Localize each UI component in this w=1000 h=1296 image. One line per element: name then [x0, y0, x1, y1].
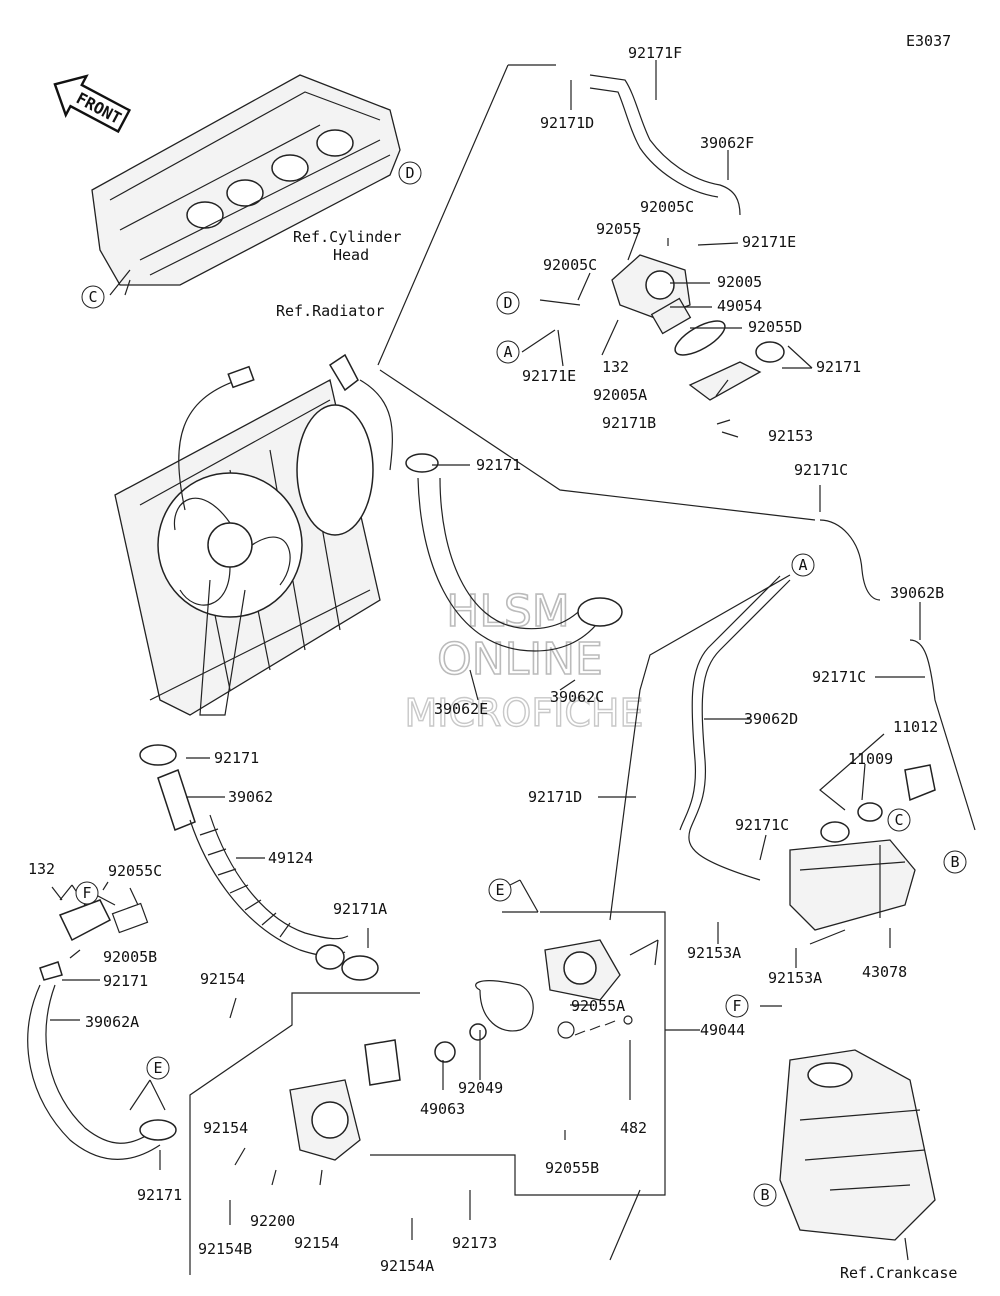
part-label: 132 [602, 358, 629, 376]
ref-crankcase: Ref.Crankcase [840, 1264, 957, 1282]
part-label: 92171C [812, 668, 866, 686]
part-label: 39062F [700, 134, 754, 152]
callout-d-2: D [496, 291, 520, 315]
part-label: 49124 [268, 849, 313, 867]
part-label: 11009 [848, 750, 893, 768]
watermark-line-1: HLSM [446, 586, 570, 637]
callout-c-2: C [887, 808, 911, 832]
diagram-code: E3037 [906, 32, 951, 50]
part-label: 39062E [434, 700, 488, 718]
part-label: 49054 [717, 297, 762, 315]
callout-d-1: D [398, 161, 422, 185]
watermark-line-2: ONLINE [437, 634, 603, 685]
part-label: 92171E [522, 367, 576, 385]
svg-text:F: F [82, 884, 91, 902]
part-label: 92171 [103, 972, 148, 990]
part-label: 92171 [137, 1186, 182, 1204]
callout-e-2: E [146, 1056, 170, 1080]
part-label: 92171D [528, 788, 582, 806]
part-label: 49063 [420, 1100, 465, 1118]
thermostat-housing [611, 254, 785, 401]
part-label: 92154B [198, 1240, 252, 1258]
part-label: 49044 [700, 1021, 745, 1039]
callouts: D C D A A C B E F E F B [75, 161, 967, 1207]
part-label: 92005A [593, 386, 647, 404]
part-label: 92171 [214, 749, 259, 767]
part-label: 92005C [543, 256, 597, 274]
svg-text:B: B [760, 1186, 769, 1204]
part-label: 43078 [862, 963, 907, 981]
part-label: 92153A [687, 944, 741, 962]
watermark-line-3: MICROFICHE [404, 691, 643, 735]
callout-a-1: A [496, 340, 520, 364]
callout-f-1: F [75, 881, 99, 905]
front-arrow: FRONT [53, 74, 132, 134]
part-label: 92153 [768, 427, 813, 445]
part-label: 39062 [228, 788, 273, 806]
part-label: 132 [28, 860, 55, 878]
part-label: 92055D [748, 318, 802, 336]
part-label: 92005B [103, 948, 157, 966]
part-label: 92005 [717, 273, 762, 291]
ref-cylinder-head-line2: Head [333, 246, 369, 264]
svg-text:A: A [798, 556, 807, 574]
ref-radiator: Ref.Radiator [276, 302, 384, 320]
part-label: 92171A [333, 900, 387, 918]
part-label: 11012 [893, 718, 938, 736]
part-label: 92171B [602, 414, 656, 432]
svg-text:D: D [503, 294, 512, 312]
part-label: 92171E [742, 233, 796, 251]
part-label: 39062B [890, 584, 944, 602]
callout-e-1: E [488, 878, 512, 902]
reservoir-tank [789, 764, 936, 931]
part-label: 92171 [816, 358, 861, 376]
svg-text:D: D [405, 164, 414, 182]
part-label: 39062D [744, 710, 798, 728]
svg-text:F: F [732, 997, 741, 1015]
reference-labels: Ref.Cylinder Head Ref.Radiator Ref.Crank… [276, 228, 957, 1282]
hoses [27, 74, 976, 1161]
small-parts-left [39, 453, 439, 1141]
part-label: 482 [620, 1119, 647, 1137]
svg-text:B: B [950, 853, 959, 871]
ref-cylinder-head-line1: Ref.Cylinder [293, 228, 401, 246]
part-label: 92154A [380, 1257, 434, 1275]
part-label: 92154 [200, 970, 245, 988]
part-label: 92154 [294, 1234, 339, 1252]
part-label: 39062A [85, 1013, 139, 1031]
part-label: 92049 [458, 1079, 503, 1097]
radiator [114, 353, 393, 716]
part-label: 92055B [545, 1159, 599, 1177]
part-label: 92154 [203, 1119, 248, 1137]
part-labels: 92171F 92171D 39062F 92005C 92055 92171E… [28, 44, 944, 1275]
callout-c-1: C [81, 285, 105, 309]
part-label: 92153A [768, 969, 822, 987]
callout-b-1: B [943, 850, 967, 874]
svg-text:C: C [894, 811, 903, 829]
part-label: 39062C [550, 688, 604, 706]
part-label: 92055C [108, 862, 162, 880]
crankcase [779, 1049, 936, 1241]
part-label: 92171C [735, 816, 789, 834]
svg-text:A: A [503, 343, 512, 361]
callout-a-2: A [791, 553, 815, 577]
svg-text:E: E [495, 881, 504, 899]
part-label: 92171F [628, 44, 682, 62]
svg-text:E: E [153, 1059, 162, 1077]
water-pump [289, 939, 633, 1161]
part-label: 92171D [540, 114, 594, 132]
callout-b-2: B [753, 1183, 777, 1207]
part-label: 92055A [571, 997, 625, 1015]
svg-text:C: C [88, 288, 97, 306]
part-label: 92171 [476, 456, 521, 474]
part-label: 92055 [596, 220, 641, 238]
part-label: 92200 [250, 1212, 295, 1230]
part-label: 92171C [794, 461, 848, 479]
cylinder-head [91, 74, 401, 286]
part-label: 92173 [452, 1234, 497, 1252]
part-label: 92005C [640, 198, 694, 216]
callout-f-2: F [725, 994, 749, 1018]
